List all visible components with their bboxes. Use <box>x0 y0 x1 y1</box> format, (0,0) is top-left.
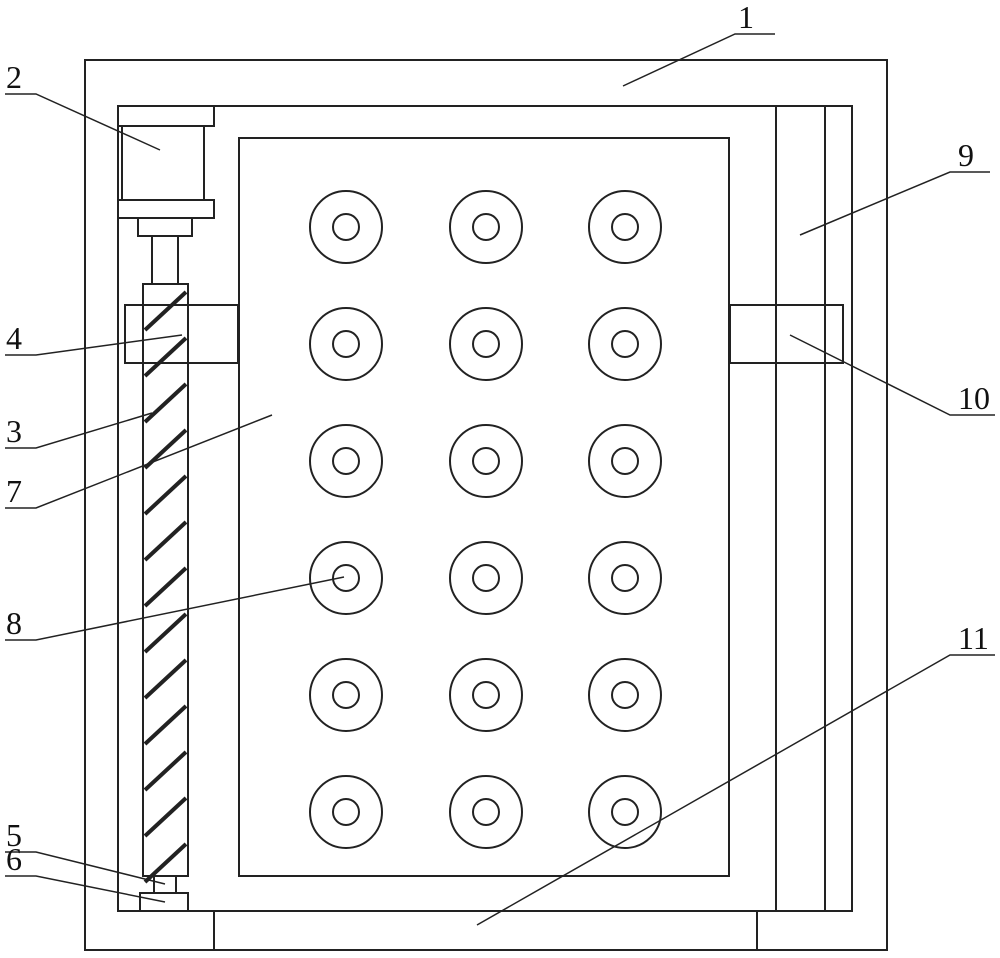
label-7: 7 <box>6 473 22 509</box>
hole <box>588 424 662 498</box>
screw-thread <box>143 520 188 562</box>
screw-thread <box>143 796 188 838</box>
label-3: 3 <box>6 413 22 449</box>
hole <box>588 190 662 264</box>
outer-frame <box>84 59 888 951</box>
hole <box>449 775 523 849</box>
hole <box>449 658 523 732</box>
hole <box>309 658 383 732</box>
hole <box>309 424 383 498</box>
label-1: 1 <box>738 0 754 35</box>
hole <box>309 307 383 381</box>
leader-lines <box>5 33 995 926</box>
screw-thread <box>143 566 188 608</box>
screw-thread <box>143 336 188 378</box>
label-4: 4 <box>6 320 22 356</box>
guide-rail <box>775 106 826 911</box>
label-2: 2 <box>6 59 22 95</box>
screw-thread <box>143 382 188 424</box>
screw-thread <box>143 474 188 516</box>
screw-thread <box>143 704 188 746</box>
screw-bearing <box>153 875 177 894</box>
screw-thread <box>143 612 188 654</box>
hole <box>309 541 383 615</box>
hole <box>449 190 523 264</box>
hole <box>588 541 662 615</box>
bottom-base <box>213 911 758 950</box>
lead-screw <box>142 283 189 884</box>
label-10: 10 <box>958 380 990 416</box>
label-6: 6 <box>6 841 22 877</box>
hole <box>588 775 662 849</box>
screw-thread <box>143 750 188 792</box>
inner-frame <box>117 105 853 912</box>
label-9: 9 <box>958 137 974 173</box>
screw-thread <box>143 290 188 332</box>
label-8: 8 <box>6 605 22 641</box>
label-5: 5 <box>6 817 22 853</box>
hole <box>449 424 523 498</box>
perforated-plate <box>238 137 730 877</box>
screw-thread <box>143 658 188 700</box>
screw-thread <box>143 842 188 884</box>
label-11: 11 <box>958 620 989 656</box>
hole <box>309 190 383 264</box>
bearing-seat <box>139 892 189 912</box>
motor <box>117 105 215 285</box>
hole <box>309 775 383 849</box>
hole <box>588 658 662 732</box>
hole-array <box>309 190 662 849</box>
hole <box>449 307 523 381</box>
slider-block-right <box>729 304 844 364</box>
slider-block-left <box>124 304 239 364</box>
hole <box>588 307 662 381</box>
hole <box>449 541 523 615</box>
